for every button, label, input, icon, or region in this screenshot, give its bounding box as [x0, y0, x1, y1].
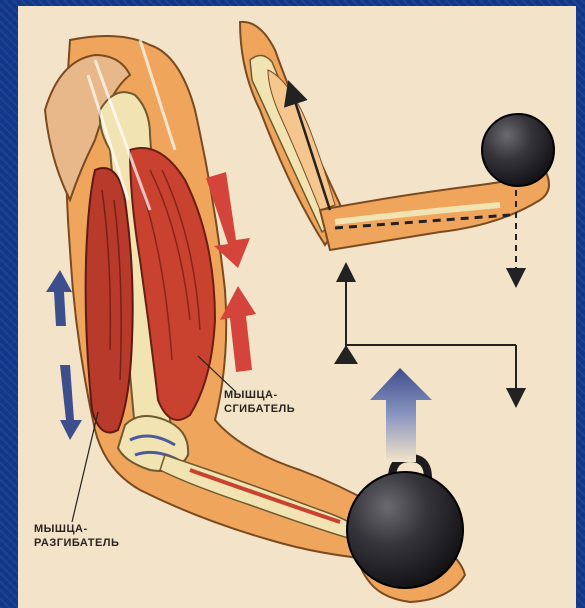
lever-schematic	[334, 272, 516, 398]
flexor-label: МЫШЦА- СГИБАТЕЛЬ	[224, 388, 295, 416]
extensor-label-line2: РАЗГИБАТЕЛЬ	[34, 536, 119, 550]
blue-arrow-up	[46, 270, 72, 326]
extensor-muscle	[86, 168, 133, 433]
fulcrum-icon	[334, 345, 358, 364]
flexor-label-line1: МЫШЦА-	[224, 388, 295, 402]
extensor-label-line1: МЫШЦА-	[34, 522, 119, 536]
flexor-label-line2: СГИБАТЕЛЬ	[224, 402, 295, 416]
blue-arrow-down	[60, 365, 82, 440]
lift-arrow-icon	[370, 368, 432, 462]
kettlebell-icon	[347, 458, 463, 588]
extensor-label: МЫШЦА- РАЗГИБАТЕЛЬ	[34, 522, 119, 550]
weight-ball-icon	[482, 114, 554, 186]
